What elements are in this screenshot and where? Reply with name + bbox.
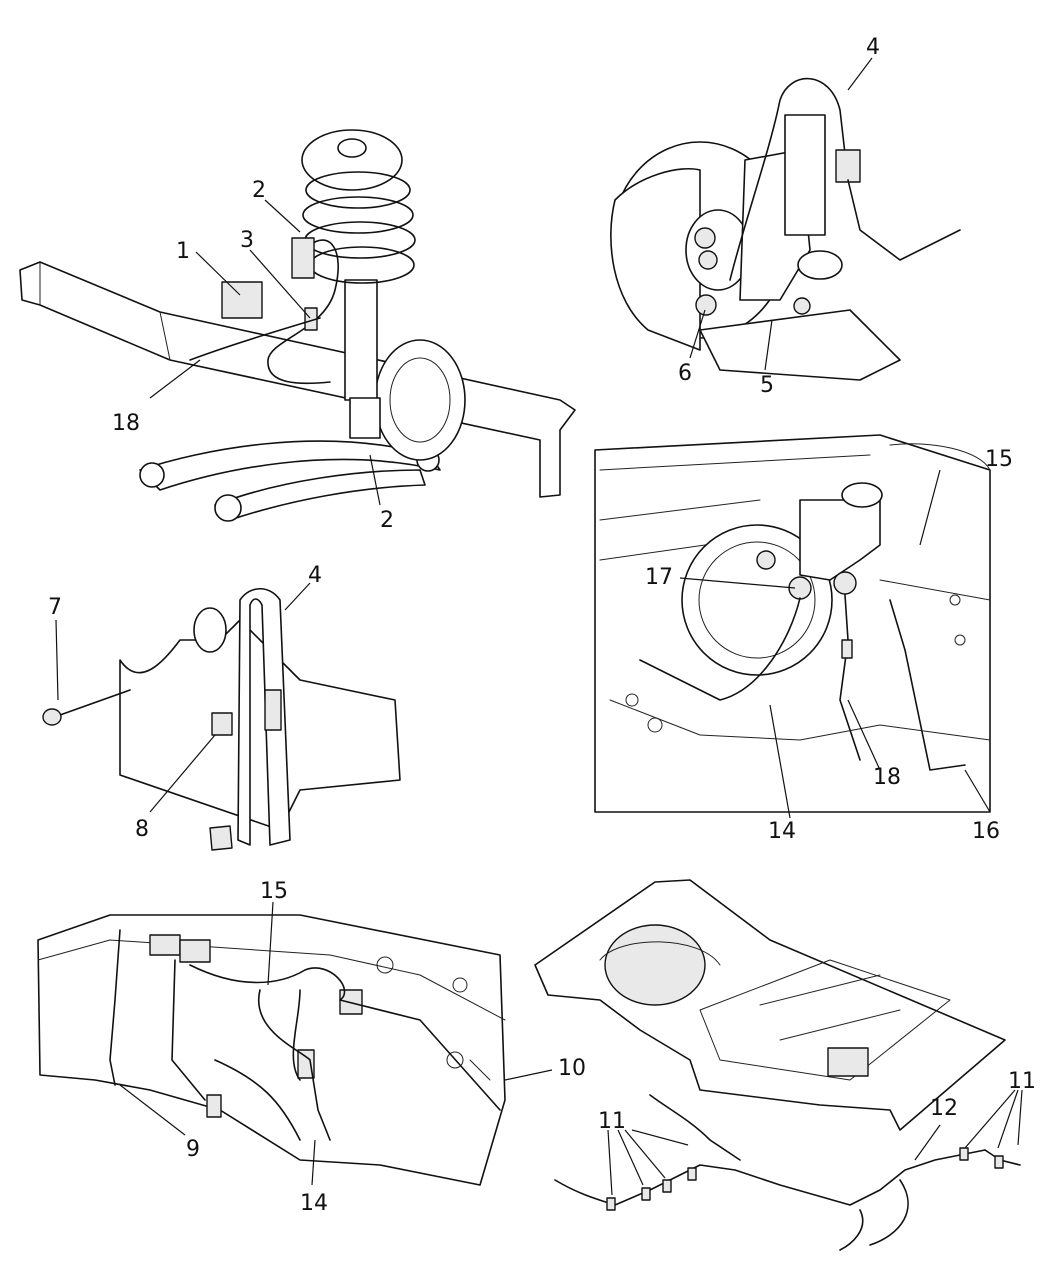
panel-master-cylinder: 15 17 14 18 16 — [594, 434, 1013, 844]
callout-10: 10 — [558, 1056, 586, 1081]
panel-front-brake-caliper: 4 6 5 — [610, 35, 961, 398]
panel-rear-floor-lines: 11 12 11 — [534, 879, 1036, 1251]
callout-3: 3 — [240, 228, 254, 253]
callout-4-detail: 4 — [308, 563, 322, 588]
callout-2-lower: 2 — [380, 508, 394, 533]
callout-14: 14 — [768, 819, 796, 844]
callout-6: 6 — [678, 361, 692, 386]
callout-8: 8 — [135, 817, 149, 842]
panel-front-suspension: 1 2 3 18 2 — [19, 129, 576, 533]
callout-5: 5 — [760, 373, 774, 398]
coil-spring — [301, 129, 416, 284]
callout-11-left: 11 — [598, 1109, 626, 1134]
callout-1: 1 — [176, 239, 190, 264]
callout-17: 17 — [645, 565, 673, 590]
callout-14-rail: 14 — [300, 1191, 328, 1216]
callout-9: 9 — [186, 1137, 200, 1162]
callout-16: 16 — [972, 819, 1000, 844]
callout-7: 7 — [48, 595, 62, 620]
callout-12: 12 — [930, 1096, 958, 1121]
panel-hose-bracket: 7 8 4 — [42, 563, 401, 851]
callout-18-mc: 18 — [873, 765, 901, 790]
callout-18: 18 — [112, 411, 140, 436]
callout-15: 15 — [985, 447, 1013, 472]
callout-4: 4 — [866, 35, 880, 60]
callout-2-upper: 2 — [252, 178, 266, 203]
panel-frame-rail-lines: 15 10 9 14 — [37, 879, 586, 1216]
callout-15-rail: 15 — [260, 879, 288, 904]
callout-11-right: 11 — [1008, 1069, 1036, 1094]
